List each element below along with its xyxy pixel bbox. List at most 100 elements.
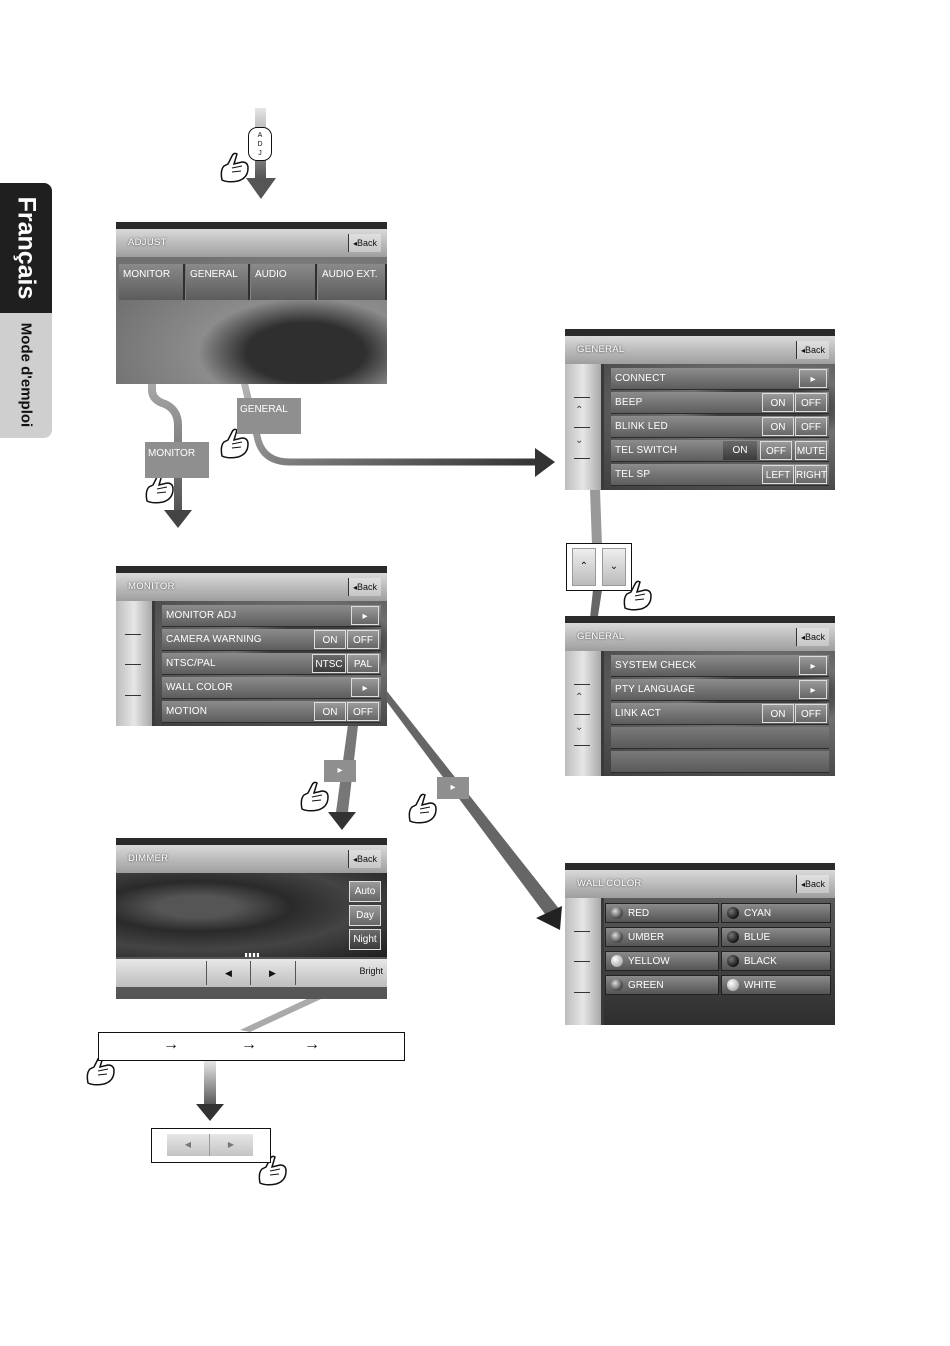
menu-row-wall-color[interactable]: WALL COLOR▸: [162, 677, 381, 699]
on-button[interactable]: ON: [762, 704, 794, 723]
on-button[interactable]: ON: [762, 417, 794, 436]
off-button[interactable]: OFF: [760, 441, 792, 460]
auto-button[interactable]: Auto: [349, 881, 381, 902]
adjust-screen: ADJUST Back MONITOR GENERAL AUDIO AUDIO …: [116, 222, 387, 384]
color-blue-button[interactable]: BLUE: [721, 927, 831, 947]
color-white-button[interactable]: WHITE: [721, 975, 831, 995]
chevron-right-icon[interactable]: ▸: [799, 369, 827, 388]
decrease-icon[interactable]: ◀: [167, 1134, 210, 1156]
color-umber-button[interactable]: UMBER: [605, 927, 719, 947]
monitor-callout-button[interactable]: MONITOR: [145, 442, 209, 478]
color-label: YELLOW: [628, 956, 670, 967]
scroll-up-icon[interactable]: ⌃: [575, 692, 584, 703]
general-path: [218, 289, 540, 466]
general-title: GENERAL: [577, 631, 625, 642]
tab-audio-ext[interactable]: AUDIO EXT.: [318, 264, 387, 300]
back-button[interactable]: Back: [795, 875, 829, 893]
chevron-right-icon[interactable]: ▸: [351, 606, 379, 625]
color-cyan-button[interactable]: CYAN: [721, 903, 831, 923]
right-button[interactable]: RIGHT: [795, 465, 827, 484]
back-button[interactable]: Back: [795, 341, 829, 359]
pal-button[interactable]: PAL: [347, 654, 379, 673]
row-label: CAMERA WARNING: [166, 634, 262, 645]
row-label: NTSC/PAL: [166, 658, 216, 669]
adj-key[interactable]: ADJ: [248, 127, 272, 161]
scroll-down-icon[interactable]: ⌄: [575, 722, 584, 733]
ntsc-button[interactable]: NTSC: [312, 654, 346, 673]
back-button[interactable]: Back: [347, 578, 381, 596]
left-button[interactable]: LEFT: [762, 465, 794, 484]
menu-row-connect[interactable]: CONNECT ▸: [611, 368, 829, 390]
color-red-button[interactable]: RED: [605, 903, 719, 923]
increase-icon[interactable]: ▶: [227, 1140, 235, 1149]
row-label: MONITOR ADJ: [166, 610, 237, 621]
night-button[interactable]: Night: [349, 929, 381, 950]
color-swatch: [611, 907, 623, 919]
level-control: ◀ ▶: [206, 961, 296, 985]
scroll-up-button[interactable]: ⌃: [572, 548, 596, 586]
back-button[interactable]: Back: [795, 628, 829, 646]
off-button[interactable]: OFF: [347, 702, 379, 721]
adjust-buttons-box: ◀ ▶: [151, 1128, 271, 1163]
scroll-down-button[interactable]: ⌄: [602, 548, 626, 586]
level-control: ◀ ▶: [167, 1134, 253, 1156]
adj-arrow-head: [246, 178, 276, 199]
scroll-bar[interactable]: ⌃ ⌄: [565, 651, 604, 776]
chevron-right-icon[interactable]: ▸: [351, 678, 379, 697]
chevron-right-icon[interactable]: ▸: [799, 680, 827, 699]
off-button[interactable]: OFF: [795, 417, 827, 436]
day-button[interactable]: Day: [349, 905, 381, 926]
on-button[interactable]: ON: [723, 441, 757, 460]
on-button[interactable]: ON: [762, 393, 794, 412]
increase-icon[interactable]: ▶: [269, 968, 276, 978]
tab-monitor[interactable]: MONITOR: [119, 264, 185, 300]
arrow-callout-button[interactable]: ▸: [324, 760, 356, 782]
menu-row-system-check[interactable]: SYSTEM CHECK▸: [611, 655, 829, 677]
dimmer-title: DIMMER: [128, 853, 169, 864]
color-label: UMBER: [628, 932, 665, 943]
off-button[interactable]: OFF: [795, 704, 827, 723]
back-button[interactable]: Back: [347, 850, 381, 868]
row-label: MOTION: [166, 706, 208, 717]
color-swatch: [727, 955, 739, 967]
scroll-callout: ⌃ ⌄: [566, 543, 632, 591]
on-button[interactable]: ON: [314, 702, 346, 721]
off-button[interactable]: OFF: [795, 393, 827, 412]
color-label: GREEN: [628, 980, 664, 991]
scroll-down-icon[interactable]: ⌄: [575, 435, 584, 446]
hand-pointer-icon: [258, 1155, 287, 1186]
color-green-button[interactable]: GREEN: [605, 975, 719, 995]
arrow-callout-button[interactable]: ▸: [437, 777, 469, 799]
mute-button[interactable]: MUTE: [795, 441, 827, 460]
scroll-up-icon[interactable]: ⌃: [575, 405, 584, 416]
color-black-button[interactable]: BLACK: [721, 951, 831, 971]
scroll-bar[interactable]: ⌃ ⌄: [565, 364, 604, 490]
menu-row-pty-language[interactable]: PTY LANGUAGE▸: [611, 679, 829, 701]
back-button[interactable]: Back: [347, 234, 381, 252]
chevron-right-icon[interactable]: ▸: [799, 656, 827, 675]
box-arrow-shaft: [204, 1061, 216, 1106]
decrease-icon[interactable]: ◀: [207, 961, 251, 985]
tab-general[interactable]: GENERAL: [186, 264, 250, 300]
general-callout-button[interactable]: GENERAL: [237, 398, 301, 434]
tab-audio[interactable]: AUDIO: [251, 264, 317, 300]
section-tab: Mode d'emploi: [0, 313, 52, 438]
scroll-bar[interactable]: [116, 601, 155, 726]
color-yellow-button[interactable]: YELLOW: [605, 951, 719, 971]
off-button[interactable]: OFF: [347, 630, 379, 649]
general-title: GENERAL: [577, 344, 625, 355]
on-button[interactable]: ON: [314, 630, 346, 649]
scroll-bar[interactable]: [565, 898, 604, 1025]
menu-row-monitor-adj[interactable]: MONITOR ADJ ▸: [162, 605, 381, 627]
row-label: CONNECT: [615, 373, 666, 384]
color-label: RED: [628, 908, 650, 919]
row-label: TEL SP: [615, 469, 651, 480]
wall-color-link: [378, 690, 560, 918]
row-label: BEEP: [615, 397, 643, 408]
color-label: BLACK: [744, 956, 777, 967]
